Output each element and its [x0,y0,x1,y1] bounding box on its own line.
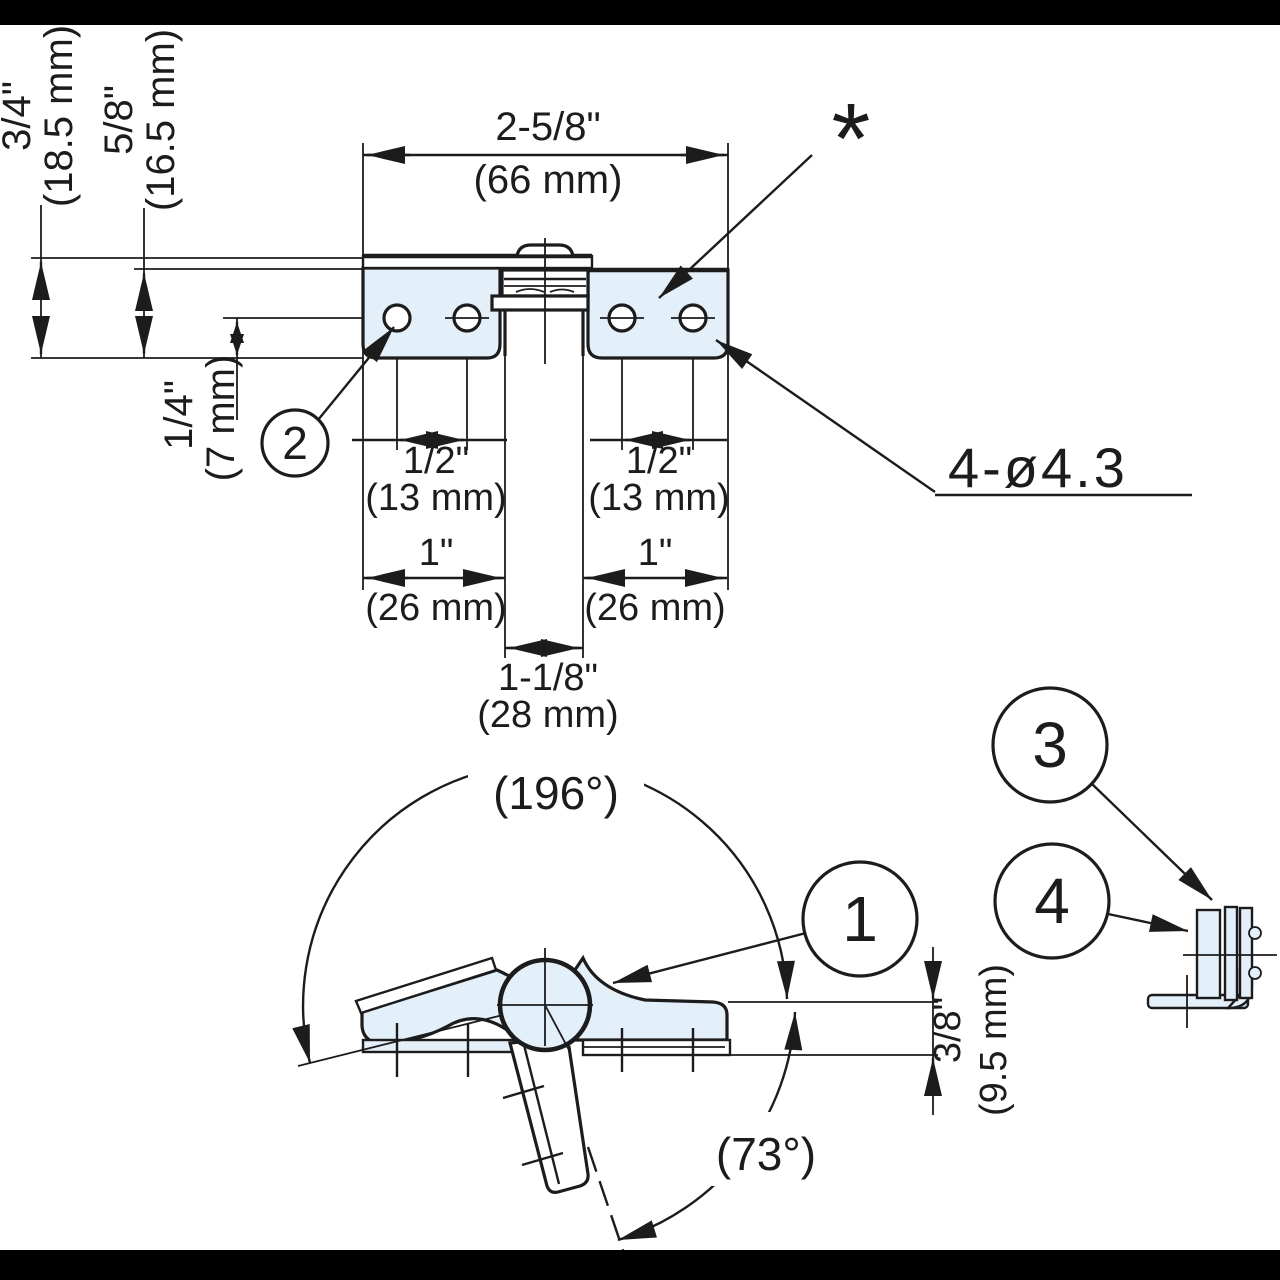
dim-edge-right-mm: (26 mm) [584,587,725,629]
side-view [292,752,942,1263]
dim-width-in: 2-5/8" [495,105,600,149]
arm-centerline-dashed [586,1146,629,1263]
end-bump-top [1248,926,1262,940]
surface-marker: * [832,83,871,195]
callout-4-number: 4 [1034,865,1070,937]
callout-1-balloon [801,860,919,978]
arm-tick-2 [521,1151,564,1167]
labels: 3/4" (18.5 mm) 5/8" (16.5 mm) 2-5/8" (66… [0,25,1128,1180]
dim-right-height-mm: (16.5 mm) [139,29,183,211]
dim-hole-offset-mm: (7 mm) [199,355,243,482]
leader-callout-1 [612,931,807,985]
knuckle-layer-detail [515,288,575,293]
dim-hole-offset-in: 1/4" [157,380,201,450]
hole-note: 4-ø4.3 [948,436,1128,499]
callout-3-number: 3 [1032,709,1068,781]
callout-2-number: 2 [282,417,308,469]
callout-1-number: 1 [842,883,878,955]
lever-arm-inner-line [521,1040,561,1185]
dim-width-mm: (66 mm) [474,158,623,202]
dim-pitch-left-mm: (13 mm) [365,477,506,519]
end-plate-outer [1195,908,1222,1000]
end-view [991,686,1277,1028]
dim-left-height-in: 3/4" [0,81,39,151]
bottom-letterbox-bar [0,1250,1280,1280]
dim-thickness-in: 3/8" [927,997,969,1063]
end-plate-middle [1223,905,1239,1002]
dim-pitch-right-in: 1/2" [626,440,692,482]
screw-holes [382,303,715,333]
end-bump-bottom [1248,966,1262,980]
callout-2-balloon [260,408,330,478]
leader-callout-3 [1090,782,1213,901]
knuckle-boss [490,294,590,312]
dim-edge-left-mm: (26 mm) [365,587,506,629]
end-plate-inner [1238,906,1254,1000]
lever-arm [507,1038,590,1194]
dim-right-height-in: 5/8" [97,85,141,155]
stop-angle-label: (73°) [716,1128,816,1180]
dim-thickness-mm: (9.5 mm) [973,964,1015,1116]
dim-edge-right-in: 1" [638,532,673,574]
open-angle-label: (196°) [493,767,619,819]
callout-4-balloon [993,842,1111,960]
callout-3-balloon [991,686,1109,804]
leader-callout-4 [1107,912,1189,933]
leader-surface-marker [658,154,813,299]
hole-1 [382,303,412,333]
dim-pitch-right-mm: (13 mm) [588,477,729,519]
dim-pin-width-in: 1-1/8" [498,657,598,699]
dim-left-height-mm: (18.5 mm) [37,25,81,207]
plan-view [31,143,1192,658]
dim-edge-left-in: 1" [419,532,454,574]
arm-tick-1 [502,1084,545,1100]
leader-hole-note [715,339,936,493]
top-letterbox-bar [0,0,1280,25]
angle-196-text-bg [468,752,644,818]
dim-pitch-left-in: 1/2" [403,440,469,482]
leader-callout-2 [317,326,395,421]
angle-73-text-bg [698,1112,834,1186]
dim-pin-width-mm: (28 mm) [477,694,618,736]
